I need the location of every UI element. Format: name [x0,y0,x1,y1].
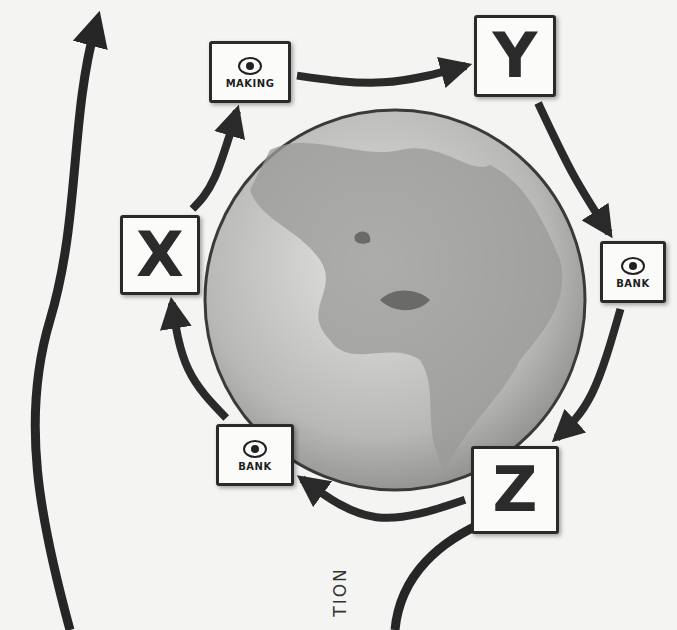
cycle-arrow [297,66,466,83]
island [380,291,430,311]
letter-box: X [120,215,200,295]
card-label: BANK [238,462,271,472]
letter-box: Z [471,446,559,534]
island [354,231,370,243]
card-label: BANK [616,279,649,289]
big-flow-arrow [35,28,95,630]
cycle-arrow [192,111,236,209]
continent [250,143,562,470]
box-letter: X [136,224,184,286]
cut-off-caption: TION [330,567,350,617]
coin-icon [242,439,268,459]
icon-card: BANK [600,241,666,303]
icon-card: BANK [216,424,294,486]
box-letter: Y [493,25,538,87]
cycle-arrow [538,103,609,233]
cycle-arrow [557,309,621,438]
icon-card: MAKING [209,41,291,103]
cycle-arrow [172,303,226,418]
globe [205,110,585,490]
cycle-arrow [302,479,465,518]
card-label: MAKING [226,79,275,89]
letter-box: Y [474,15,556,97]
coin-icon [237,56,263,76]
box-letter: Z [493,459,538,521]
coin-icon [620,256,646,276]
outflow-curve [395,520,490,630]
